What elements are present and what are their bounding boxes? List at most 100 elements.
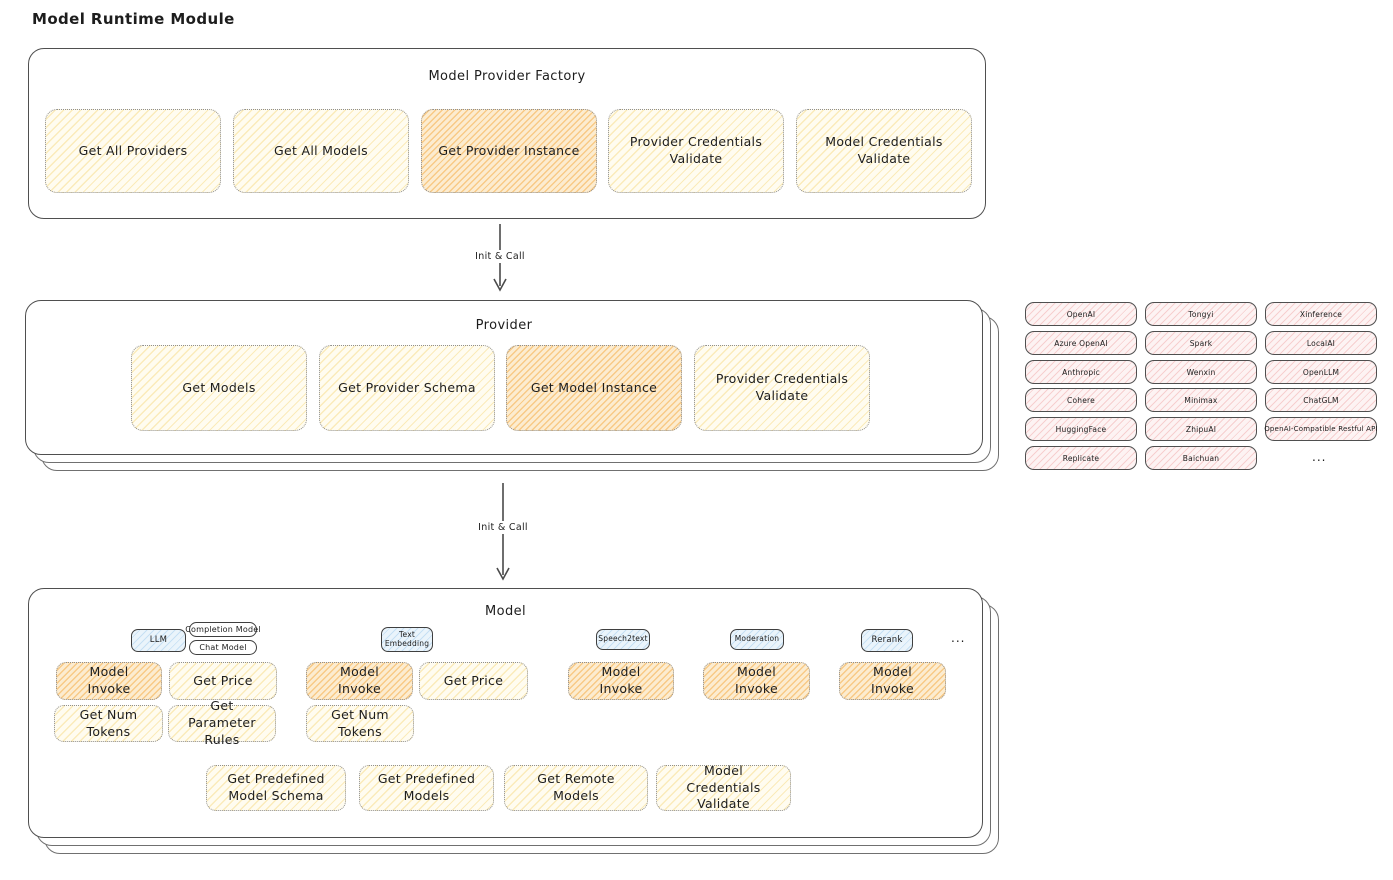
provider-chip-chatglm: ChatGLM xyxy=(1265,388,1377,412)
card-get-num-tokens-text-embedding: Get Num Tokens xyxy=(306,705,414,742)
provider-list-ellipsis: ... xyxy=(1312,450,1327,464)
card-label: Provider Credentials Validate xyxy=(629,134,763,166)
card-provider-credentials-validate: Provider Credentials Validate xyxy=(608,109,784,193)
card-label: Get Price xyxy=(443,672,504,688)
factory-box: Model Provider Factory Get All Providers… xyxy=(28,48,986,219)
provider-chip-huggingface: HuggingFace xyxy=(1025,417,1137,441)
card-get-remote-models: Get Remote Models xyxy=(504,765,648,811)
card-label: Model Invoke xyxy=(338,664,381,696)
card-label: Get Model Instance xyxy=(530,379,658,395)
provider-chip-azure-openai: Azure OpenAI xyxy=(1025,331,1137,355)
model-title: Model xyxy=(484,604,527,619)
chip-label: ChatGLM xyxy=(1303,395,1339,405)
card-get-provider-instance: Get Provider Instance xyxy=(421,109,597,193)
card-label: Model Invoke xyxy=(599,664,643,696)
tag-completion-model: Completion Model xyxy=(185,622,261,637)
factory-title: Model Provider Factory xyxy=(428,69,586,84)
chip-label: Azure OpenAI xyxy=(1054,338,1108,348)
tag-label: Completion Model xyxy=(185,625,261,634)
card-model-credentials-validate: Model Credentials Validate xyxy=(656,762,791,812)
card-get-models: Get Models xyxy=(131,345,307,431)
card-get-predefined-model-schema: Get Predefined Model Schema xyxy=(206,765,346,811)
card-get-price-llm: Get Price xyxy=(169,662,277,700)
chip-label: Cohere xyxy=(1067,395,1095,405)
chip-label: LocalAI xyxy=(1306,338,1336,348)
model-box: Model LLM Completion Model Chat Model Te… xyxy=(28,588,983,838)
card-label: Provider Credentials Validate xyxy=(715,371,849,403)
chip-label: Replicate xyxy=(1062,453,1100,463)
card-label: Get Num Tokens xyxy=(79,706,138,739)
card-label: Get Predefined Model Schema xyxy=(227,771,325,803)
chip-label: ZhipuAI xyxy=(1185,424,1217,434)
card-label: Model Invoke xyxy=(735,664,778,696)
chip-label: Wenxin xyxy=(1186,367,1216,377)
flow-label-init-call-2: Init & Call xyxy=(473,521,533,534)
chip-label: Anthropic xyxy=(1062,367,1100,377)
chip-label: Baichuan xyxy=(1182,453,1220,463)
card-get-parameter-rules: Get Parameter Rules xyxy=(168,698,276,747)
chip-label: HuggingFace xyxy=(1055,424,1107,434)
tag-rerank: Rerank xyxy=(861,629,913,652)
card-model-invoke-moderation: Model Invoke xyxy=(703,662,810,700)
tag-label: LLM xyxy=(149,634,168,645)
card-model-invoke-speech2text: Model Invoke xyxy=(568,662,674,700)
chip-label: OpenAI-Compatible Restful API xyxy=(1264,425,1378,433)
model-tags-ellipsis: ... xyxy=(951,631,966,645)
card-model-credentials-validate: Model Credentials Validate xyxy=(796,109,972,193)
card-get-provider-schema: Get Provider Schema xyxy=(319,345,495,431)
card-get-price-text-embedding: Get Price xyxy=(419,662,528,700)
tag-label: Text Embedding xyxy=(384,629,430,648)
chip-label: Tongyi xyxy=(1188,309,1214,319)
card-label: Get Remote Models xyxy=(537,771,615,803)
chip-label: OpenLLM xyxy=(1302,367,1340,377)
tag-moderation: Moderation xyxy=(730,629,784,650)
card-label: Get Num Tokens xyxy=(331,706,389,739)
chip-label: Minimax xyxy=(1184,395,1218,405)
card-label: Model Credentials Validate xyxy=(686,762,761,812)
provider-chip-xinference: Xinference xyxy=(1265,302,1377,326)
provider-chip-replicate: Replicate xyxy=(1025,446,1137,470)
provider-chip-spark: Spark xyxy=(1145,331,1257,355)
provider-chip-baichuan: Baichuan xyxy=(1145,446,1257,470)
page-title: Model Runtime Module xyxy=(32,10,235,28)
tag-label: Rerank xyxy=(871,634,903,645)
card-label: Get Predefined Models xyxy=(377,771,476,803)
card-label: Get Price xyxy=(193,672,253,688)
provider-chip-wenxin: Wenxin xyxy=(1145,360,1257,384)
tag-label: Chat Model xyxy=(199,643,247,652)
provider-title: Provider xyxy=(475,318,533,333)
flow-label-init-call-1: Init & Call xyxy=(470,250,530,263)
card-get-predefined-models: Get Predefined Models xyxy=(359,765,494,811)
card-label: Get Provider Instance xyxy=(438,142,580,158)
provider-chip-minimax: Minimax xyxy=(1145,388,1257,412)
card-get-model-instance: Get Model Instance xyxy=(506,345,682,431)
card-label: Model Invoke xyxy=(871,664,914,696)
card-get-all-providers: Get All Providers xyxy=(45,109,221,193)
card-label: Get Parameter Rules xyxy=(188,698,256,747)
card-label: Model Invoke xyxy=(87,664,131,696)
tag-llm: LLM xyxy=(131,629,186,652)
tag-text-embedding: Text Embedding xyxy=(381,627,433,652)
provider-chip-cohere: Cohere xyxy=(1025,388,1137,412)
card-label: Get All Providers xyxy=(78,142,188,158)
chip-label: OpenAI xyxy=(1066,309,1096,319)
provider-chip-openllm: OpenLLM xyxy=(1265,360,1377,384)
provider-chip-zhipuai: ZhipuAI xyxy=(1145,417,1257,441)
card-label: Model Credentials Validate xyxy=(825,134,943,166)
card-model-invoke-text-embedding: Model Invoke xyxy=(306,662,413,700)
chip-label: Spark xyxy=(1189,338,1213,348)
provider-chip-anthropic: Anthropic xyxy=(1025,360,1137,384)
tag-chat-model: Chat Model xyxy=(189,640,257,655)
chip-label: Xinference xyxy=(1299,309,1343,319)
provider-chip-tongyi: Tongyi xyxy=(1145,302,1257,326)
card-label: Get Provider Schema xyxy=(338,379,476,395)
card-label: Get Models xyxy=(182,379,256,395)
tag-label: Speech2text xyxy=(598,634,648,644)
provider-chip-openai-compatible: OpenAI-Compatible Restful API xyxy=(1264,417,1378,441)
tag-label: Moderation xyxy=(734,634,780,644)
provider-box: Provider Get Models Get Provider Schema … xyxy=(25,300,983,455)
provider-chip-openai: OpenAI xyxy=(1025,302,1137,326)
card-label: Get All Models xyxy=(274,142,368,158)
card-get-all-models: Get All Models xyxy=(233,109,409,193)
card-provider-credentials-validate: Provider Credentials Validate xyxy=(694,345,870,431)
